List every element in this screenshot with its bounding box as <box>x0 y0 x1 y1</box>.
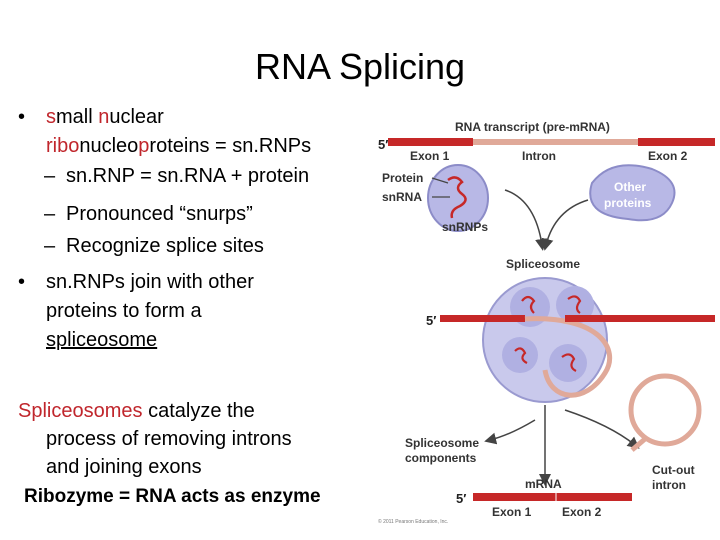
text-line: proteins to form a <box>46 300 202 322</box>
protein-label: Protein <box>382 171 423 185</box>
bullet-dot: • <box>18 106 26 128</box>
components-label-2: components <box>405 451 477 465</box>
bullet-text: small nuclear ribonucleoproteins = sn.RNP… <box>18 103 378 161</box>
exon2-bar <box>638 138 715 146</box>
other-proteins-blob <box>589 164 676 222</box>
highlight-s: s <box>46 106 56 128</box>
bullet-join: • sn.RNPs join with other proteins to for… <box>18 268 378 355</box>
mrna-label: mRNA <box>525 477 562 491</box>
bullet-snrnps: • small nuclear ribonucleoproteins = sn.R… <box>18 103 378 161</box>
copyright-notice: © 2011 Pearson Education, Inc. <box>378 518 448 525</box>
bullet-dot: • <box>18 271 26 293</box>
dash: – <box>44 165 56 187</box>
bullet-text: sn.RNPs join with other proteins to form … <box>18 268 378 355</box>
snrnps-label: snRNPs <box>442 220 488 234</box>
spliceosome-underlined: spliceosome <box>46 329 158 351</box>
arrow-to-components <box>484 419 536 445</box>
intron-label: Intron <box>522 149 556 163</box>
highlight-n: n <box>98 106 110 128</box>
mrna-exon1-bar <box>473 493 556 501</box>
other-proteins-label-2: proteins <box>604 196 652 210</box>
snrna-strand <box>447 176 467 219</box>
mrna-exon2-bar <box>556 493 632 501</box>
subbullet-text: sn.RNP = sn.RNA + protein <box>66 165 310 187</box>
transcript-title: RNA transcript (pre-mRNA) <box>455 120 610 134</box>
lariat-tail <box>630 437 647 452</box>
protein-pointer <box>431 177 449 184</box>
cut-out-intron-lariat <box>628 373 702 447</box>
arrow-to-intron <box>564 409 640 449</box>
five-prime-label-3: 5′ <box>456 491 466 506</box>
text-part: roteins = sn.RNPs <box>149 135 312 157</box>
five-prime-label-2: 5′ <box>426 313 436 328</box>
arrow-left-converge <box>504 189 548 251</box>
spliceosome-label: Spliceosome <box>506 257 580 271</box>
exon1-bar-2 <box>440 315 525 322</box>
snrna-label: snRNA <box>382 190 422 204</box>
subbullet-1: –sn.RNP = sn.RNA + protein <box>44 162 309 191</box>
spliceosome-snrna-strands <box>514 295 582 372</box>
cut-out-label-1: Cut-out <box>652 463 695 477</box>
five-prime-label: 5′ <box>378 137 388 152</box>
spliceosome-snrnp-4 <box>549 344 587 382</box>
other-proteins-label-1: Other <box>614 180 646 194</box>
splicing-diagram: RNA transcript (pre-mRNA) 5′ Exon 1 Intr… <box>378 120 715 525</box>
dash: – <box>44 235 56 257</box>
text-line: sn.RNPs join with other <box>46 271 254 293</box>
highlight-spliceosomes: Spliceosomes <box>18 400 143 422</box>
subbullet-2: –Pronounced “snurps” <box>44 200 253 229</box>
text-line: and joining exons <box>46 456 202 478</box>
exon1-label: Exon 1 <box>410 149 450 163</box>
intron-loop <box>524 316 612 398</box>
spliceosome-paragraph: Spliceosomes catalyze the process of rem… <box>18 397 368 481</box>
subbullet-3: –Recognize splice sites <box>44 232 264 261</box>
text-line: process of removing introns <box>46 428 292 450</box>
arrow-right-converge <box>541 199 589 251</box>
slide-title: RNA Splicing <box>254 46 466 87</box>
text-part: uclear <box>109 106 164 128</box>
intron-bar <box>473 139 638 145</box>
subbullet-text: Pronounced “snurps” <box>66 203 253 225</box>
highlight-p: p <box>138 135 150 157</box>
cut-out-label-2: intron <box>652 478 686 492</box>
spliceosome-snrnp-3 <box>502 337 538 373</box>
dash: – <box>44 203 56 225</box>
text-part: nucleo <box>79 135 139 157</box>
exon2-bar-2 <box>565 315 715 322</box>
exon2-label: Exon 2 <box>648 149 688 163</box>
mrna-exon1-label: Exon 1 <box>492 505 532 519</box>
text-part: catalyze the <box>142 400 255 422</box>
mrna-exon2-label: Exon 2 <box>562 505 602 519</box>
spliceosome-snrnp-2 <box>556 286 594 324</box>
ribozyme-note: Ribozyme = RNA acts as enzyme <box>24 486 321 507</box>
text-part: mall <box>56 106 99 128</box>
components-label-1: Spliceosome <box>405 436 479 450</box>
exon1-bar <box>388 138 473 146</box>
subbullet-text: Recognize splice sites <box>66 235 264 257</box>
highlight-ribo: ribo <box>46 135 80 157</box>
